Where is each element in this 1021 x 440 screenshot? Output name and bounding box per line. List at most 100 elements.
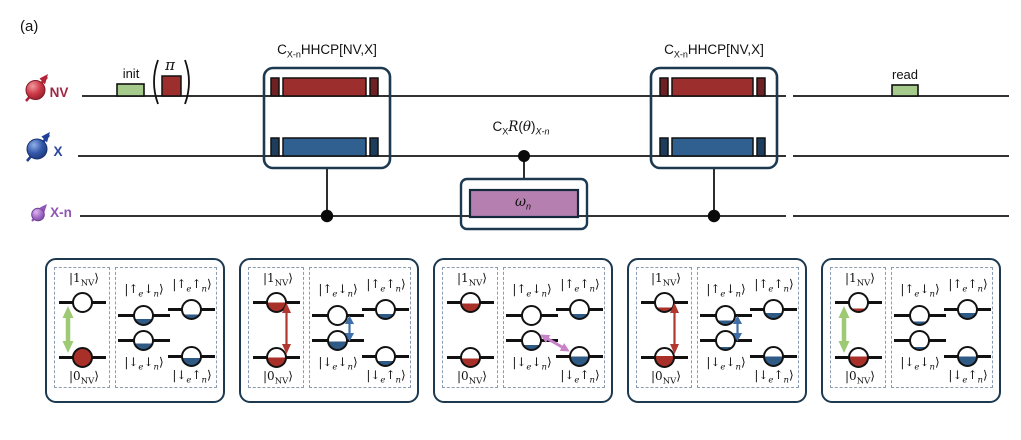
read-label: read [891,67,919,82]
state-label-down-up: |↓e↑n⟩ [754,368,794,386]
pi-parenthesis-right [184,59,190,105]
hhcp1-x-wide-bar [282,137,367,157]
init-pulse [116,83,145,97]
rf-gate-box [459,177,589,231]
population-circle-1nv [266,292,287,313]
state-label-up-down: |↑e↓n⟩ [512,282,552,300]
hhcp1-label: CX-nHHCP[NV,X] [277,42,377,60]
state-label-down-down: |↓e↓n⟩ [124,355,164,373]
state-label-down-up: |↓e↑n⟩ [172,368,212,386]
population-circle-1nv [848,292,869,313]
nuclear-levels-subpanel [891,267,993,388]
population-circle-down-down [133,330,154,351]
hhcp2-x-wide-bar [671,137,754,157]
hhcp1-control-dot [320,209,334,223]
population-circle-up-down [327,305,348,326]
state-label-1nv: |1NV⟩ [651,271,681,289]
blue-transition-arrow [733,315,742,342]
state-label-0nv: |0NV⟩ [457,369,487,387]
nv-levels-subpanel [442,267,498,388]
state-label-down-down: |↓e↓n⟩ [318,355,358,373]
state-label-down-down: |↓e↓n⟩ [706,355,746,373]
rf-pulse [468,188,580,219]
level-diagram-panel-4: |1NV⟩ |0NV⟩ |↑e↓n⟩ |↑e↑n⟩ |↓e↓n⟩ |↓e↑n⟩ [627,258,807,403]
population-circle-up-down [521,305,542,326]
state-label-up-up: |↑e↑n⟩ [172,277,212,295]
hhcp1-nv-wide-bar [282,77,367,97]
xn-spin-icon [31,204,47,222]
green-transition-arrow [838,306,850,353]
population-circle-up-up [957,299,978,320]
level-diagram-panel-1: |1NV⟩ |0NV⟩ |↑e↓n⟩ |↑e↑n⟩ |↓e↓n⟩ |↓e↑n⟩ [45,258,225,403]
population-circle-up-up [569,299,590,320]
population-circle-down-down [521,330,542,351]
hhcp1-x-thin-bar-left [270,137,280,157]
state-label-up-up: |↑e↑n⟩ [754,277,794,295]
hhcp1-gate-box [262,66,392,170]
population-circle-down-up [375,346,396,367]
state-label-0nv: |0NV⟩ [845,369,875,387]
state-label-down-up: |↓e↑n⟩ [948,368,988,386]
population-circle-0nv [266,347,287,368]
track-label-nv: NV [49,85,69,100]
level-diagram-panel-5: |1NV⟩ |0NV⟩ |↑e↓n⟩ |↑e↑n⟩ |↓e↓n⟩ |↓e↑n⟩ [821,258,1001,403]
state-label-up-down: |↑e↓n⟩ [124,282,164,300]
level-diagram-panel-3: |1NV⟩ |0NV⟩ |↑e↓n⟩ |↑e↑n⟩ |↓e↓n⟩ |↓e↑n⟩ [433,258,613,403]
state-label-1nv: |1NV⟩ [69,271,99,289]
population-circle-0nv [848,347,869,368]
hhcp1-nv-thin-bar-right [369,77,379,97]
omega-label: ωn [514,194,532,212]
hhcp2-x-thin-bar-right [756,137,766,157]
pi-parenthesis-left [153,59,159,105]
cxr-label: CXR(θ)X-n [492,119,550,137]
state-label-1nv: |1NV⟩ [457,271,487,289]
track-label-xn: X-n [50,205,72,220]
population-circle-up-up [375,299,396,320]
hhcp2-gate-box [649,66,779,170]
nuclear-levels-subpanel [503,267,605,388]
state-label-up-down: |↑e↓n⟩ [318,282,358,300]
hhcp2-label: CX-nHHCP[NV,X] [664,42,764,60]
green-transition-arrow [62,306,74,353]
hhcp1-nv-thin-bar-left [270,77,280,97]
population-circle-down-down [327,330,348,351]
state-label-0nv: |0NV⟩ [263,369,293,387]
state-label-down-down: |↓e↓n⟩ [512,355,552,373]
red-transition-arrow [282,303,291,354]
pulse-sequence-canvas [78,59,1009,231]
hhcp2-control-dot [707,209,721,223]
population-circle-1nv [460,292,481,313]
cxr-control-dot [518,150,530,162]
hhcp1-x-thin-bar-right [369,137,379,157]
nv-levels-subpanel [830,267,886,388]
pi-label: π [165,56,175,74]
population-circle-0nv [72,347,93,368]
nuclear-levels-subpanel [309,267,411,388]
state-label-down-up: |↓e↑n⟩ [366,368,406,386]
state-label-up-up: |↑e↑n⟩ [560,277,600,295]
hhcp2-nv-thin-bar-left [659,77,669,97]
pi-pulse [161,75,182,97]
nv-spin-icon [25,74,48,102]
state-label-up-up: |↑e↑n⟩ [948,277,988,295]
population-circle-down-up [957,346,978,367]
nuclear-levels-subpanel [697,267,799,388]
state-label-down-up: |↓e↑n⟩ [560,368,600,386]
population-circle-up-down [133,305,154,326]
hhcp2-x-thin-bar-left [659,137,669,157]
population-circle-1nv [72,292,93,313]
init-label: init [122,66,140,81]
nv-levels-subpanel [54,267,110,388]
state-label-0nv: |0NV⟩ [651,369,681,387]
population-circle-up-down [909,305,930,326]
state-label-down-down: |↓e↓n⟩ [900,355,940,373]
population-circle-down-up [763,346,784,367]
level-diagram-panel-2: |1NV⟩ |0NV⟩ |↑e↓n⟩ |↑e↑n⟩ |↓e↓n⟩ |↓e↑n⟩ [239,258,419,403]
x-spin-icon [26,132,50,162]
population-circle-up-up [181,299,202,320]
state-label-up-up: |↑e↑n⟩ [366,277,406,295]
purple-transition-arrow [540,334,570,352]
population-circle-0nv [654,347,675,368]
state-label-1nv: |1NV⟩ [845,271,875,289]
